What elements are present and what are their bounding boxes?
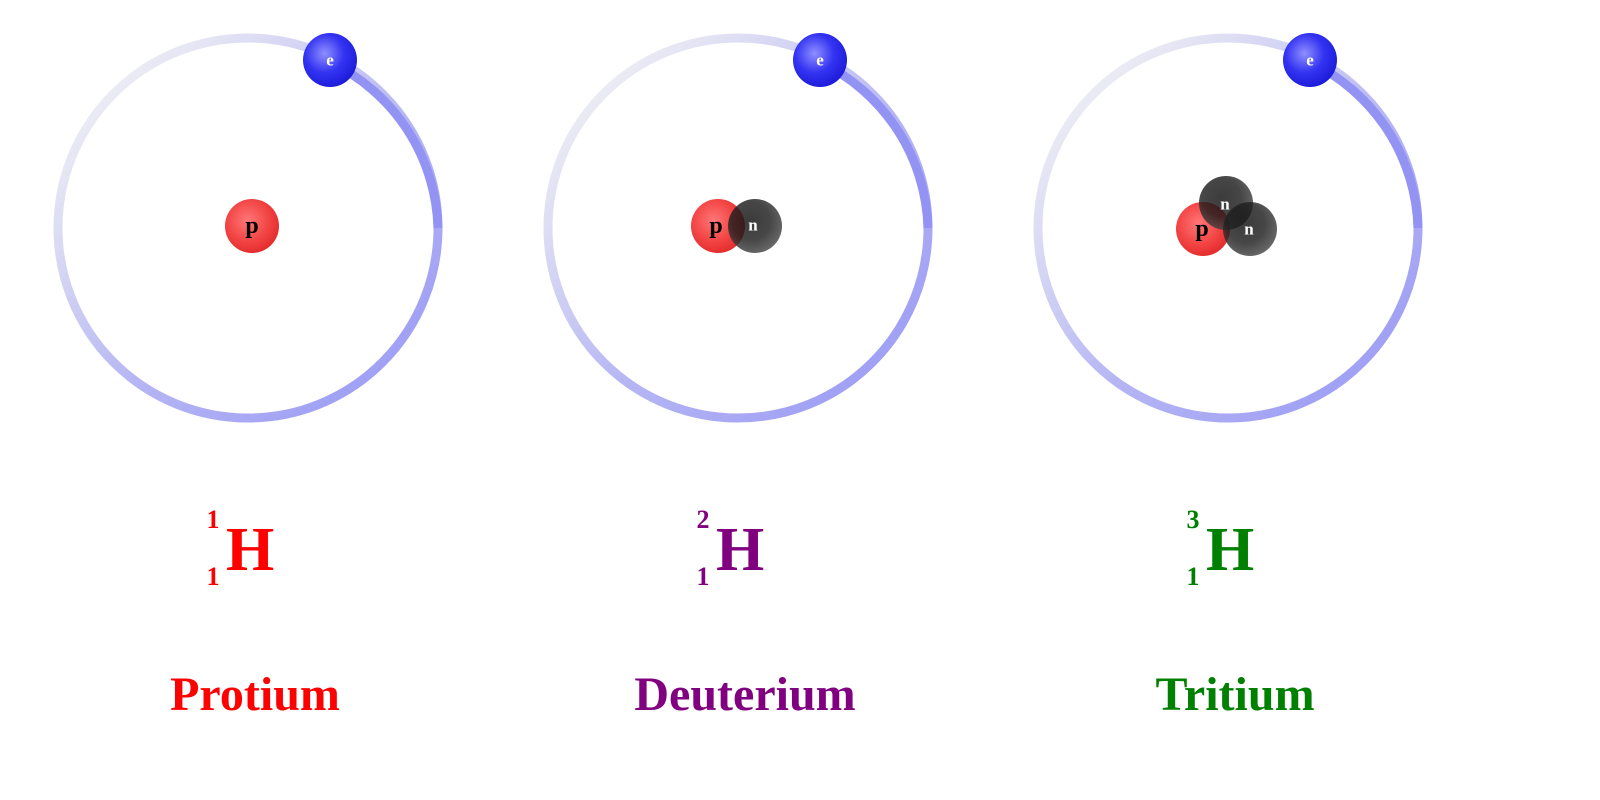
atom-deuterium: p n e [543, 33, 933, 423]
orbit-trail [818, 57, 933, 229]
element-symbol: H [716, 516, 764, 584]
nucleus: p [225, 199, 279, 253]
isotope-name-deuterium: Deuterium [634, 668, 855, 721]
electron: e [793, 33, 847, 87]
mass-number: 2 [697, 505, 710, 534]
atomic-number: 1 [1187, 562, 1200, 591]
atom-tritium: p n n e [1033, 33, 1423, 423]
electron-label: e [1306, 51, 1314, 70]
neutron [728, 199, 782, 253]
electron-ball [303, 33, 357, 87]
mass-number: 1 [207, 505, 220, 534]
orbit-trail [1308, 57, 1423, 229]
atomic-number: 1 [697, 562, 710, 591]
isotope-name-protium: Protium [170, 668, 340, 721]
element-symbol: H [1206, 516, 1254, 584]
proton-label: p [245, 213, 258, 239]
mass-number: 3 [1187, 505, 1200, 534]
electron-ball [1283, 33, 1337, 87]
orbit-trail [328, 57, 443, 229]
neutron [1223, 202, 1277, 256]
proton-label: p [709, 213, 722, 239]
electron: e [303, 33, 357, 87]
nucleus: p n n [1176, 176, 1277, 256]
element-symbol: H [226, 516, 274, 584]
isotope-name-tritium: Tritium [1155, 668, 1314, 721]
electron-ball [793, 33, 847, 87]
electron: e [1283, 33, 1337, 87]
proton [225, 199, 279, 253]
notation-tritium: 3 1 H [1187, 505, 1255, 591]
nucleus: p n [691, 199, 782, 253]
atom-protium: p e [53, 33, 443, 423]
electron-label: e [326, 51, 334, 70]
neutron-label: n [748, 216, 758, 235]
proton [691, 199, 745, 253]
electron-label: e [816, 51, 824, 70]
notation-deuterium: 2 1 H [697, 505, 765, 591]
neutron-label: n [1244, 220, 1254, 239]
atomic-number: 1 [207, 562, 220, 591]
neutron-label: n [1220, 195, 1230, 214]
proton-label: p [1195, 216, 1208, 242]
notation-protium: 1 1 H [207, 505, 275, 591]
